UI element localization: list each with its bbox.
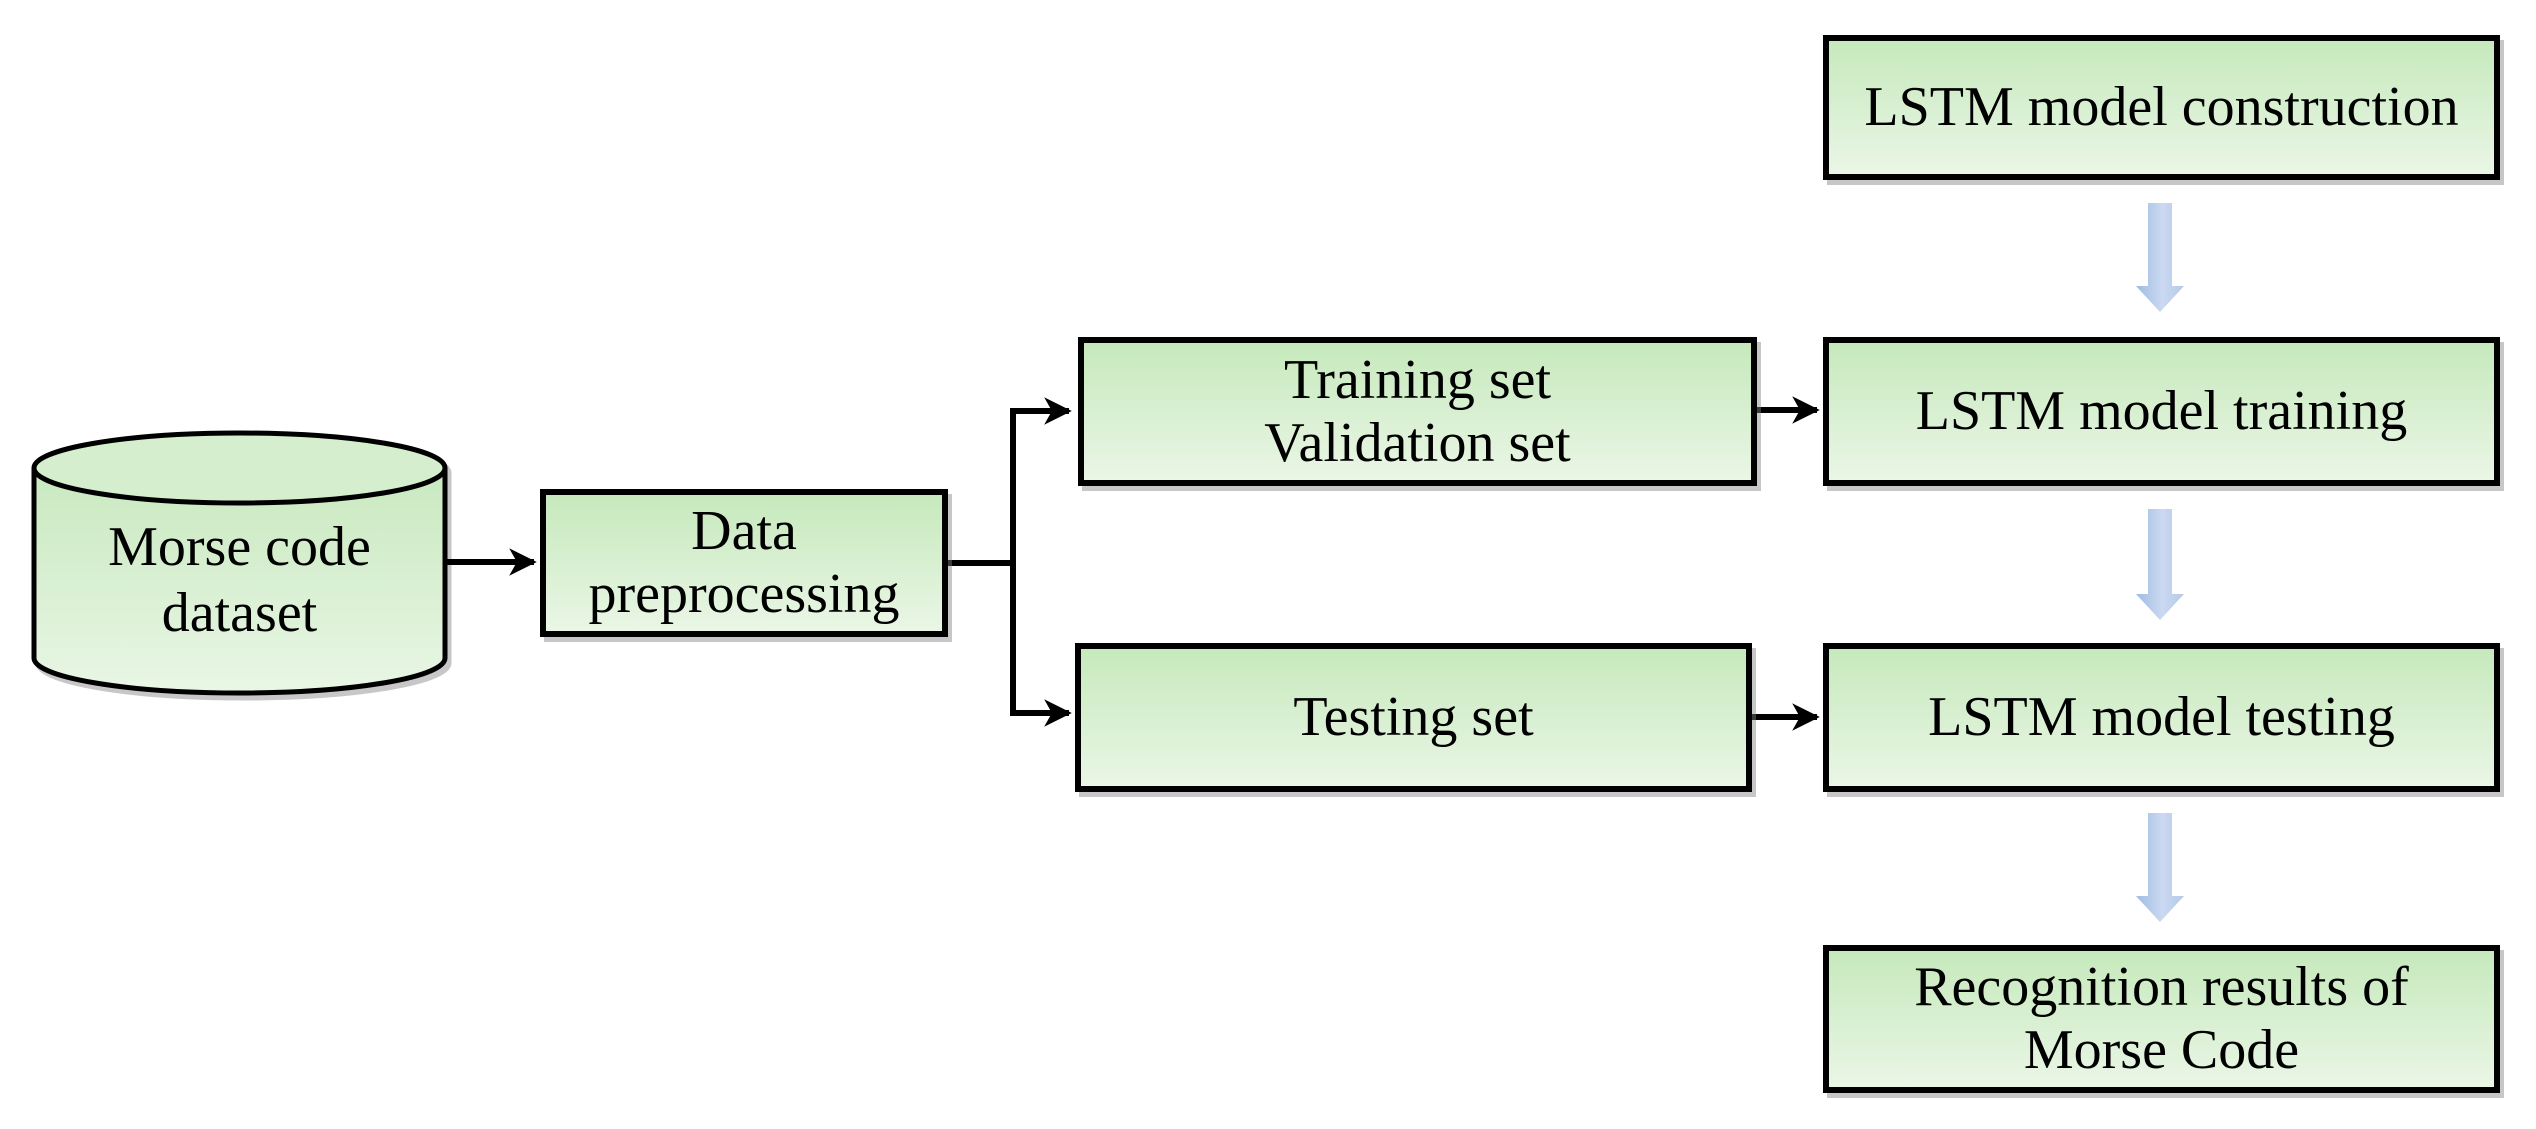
node-label-line: LSTM model construction: [1864, 76, 2459, 138]
node-label-line: Training set: [1283, 348, 1552, 411]
node-recognition-results: Recognition results of Morse Code: [1823, 945, 2500, 1093]
node-lstm-model-construction: LSTM model construction: [1823, 35, 2500, 180]
node-label-line: Morse Code: [2023, 1019, 2300, 1081]
node-data-preprocessing: Data preprocessing: [540, 489, 948, 637]
node-label-line: Validation set: [1264, 411, 1571, 474]
node-lstm-model-testing: LSTM model testing: [1823, 643, 2500, 792]
node-lstm-model-training: LSTM model training: [1823, 337, 2500, 486]
node-testing-set: Testing set: [1075, 643, 1752, 792]
block-arrow-training-to-testing-icon: [2136, 509, 2184, 620]
database-cylinder-shape: [31, 430, 448, 696]
node-label-line: Testing set: [1293, 686, 1534, 748]
node-label-line: preprocessing: [588, 563, 900, 625]
node-morse-code-dataset: Morse code dataset: [34, 490, 445, 670]
block-arrow-testing-to-results-icon: [2136, 813, 2184, 922]
node-label-line: Data: [691, 500, 797, 562]
node-label-line: Recognition results of: [1914, 956, 2409, 1018]
node-label-line: dataset: [161, 582, 318, 644]
cylinder-body: [31, 468, 448, 696]
cylinder-top-ellipse: [31, 430, 448, 506]
node-label-line: LSTM model testing: [1928, 686, 2395, 748]
node-label-line: Morse code: [108, 516, 371, 578]
node-training-validation-set: Training set Validation set: [1078, 337, 1757, 486]
block-arrow-construction-to-training-icon: [2136, 203, 2184, 312]
node-label-line: LSTM model training: [1915, 380, 2408, 442]
